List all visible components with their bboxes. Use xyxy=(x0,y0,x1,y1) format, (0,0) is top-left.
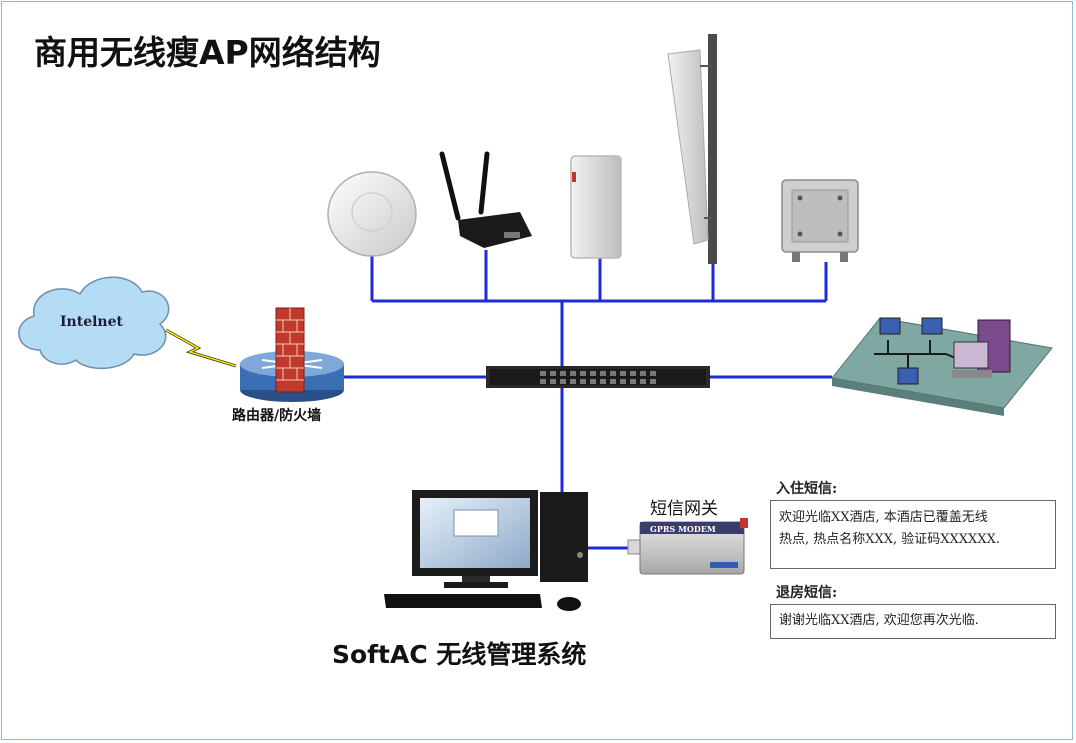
page-title: 商用无线瘦AP网络结构 xyxy=(34,33,381,72)
internet-label: Intelnet xyxy=(60,314,124,330)
lightning-icon xyxy=(165,328,237,368)
cloud-icon: Intelnet xyxy=(18,276,170,370)
desktop-pc-icon xyxy=(384,490,588,611)
lan-network-icon xyxy=(831,317,1053,416)
panel-antenna-icon xyxy=(667,34,717,264)
checkin-sms-heading: 入住短信: xyxy=(776,481,838,497)
firewall-icon xyxy=(275,307,305,393)
sms-gateway-label: 短信网关 xyxy=(650,499,718,519)
network-links xyxy=(342,250,832,550)
checkout-sms-box: 谢谢光临XX酒店, 欢迎您再次光临. xyxy=(770,604,1056,639)
checkout-sms-text: 谢谢光临XX酒店, 欢迎您再次光临. xyxy=(779,613,979,628)
outdoor-ap-icon xyxy=(781,179,859,262)
dual-antenna-router-icon xyxy=(439,151,532,248)
switch-icon xyxy=(486,366,710,388)
gprs-modem-icon: GPRS MODEM xyxy=(627,518,748,575)
modem-text: GPRS MODEM xyxy=(650,524,716,534)
checkin-sms-line: 热点, 热点名称XXX, 验证码XXXXXX. xyxy=(779,532,1000,547)
softac-label: SoftAC 无线管理系统 xyxy=(332,640,587,669)
checkin-sms-box: 欢迎光临XX酒店, 本酒店已覆盖无线 热点, 热点名称XXX, 验证码XXXXX… xyxy=(770,500,1056,569)
outdoor-cpe-icon xyxy=(570,155,622,259)
checkout-sms-heading: 退房短信: xyxy=(776,585,838,601)
checkin-sms-line: 欢迎光临XX酒店, 本酒店已覆盖无线 xyxy=(779,510,988,525)
router-label: 路由器/防火墙 xyxy=(232,408,322,424)
lan-server-icon xyxy=(952,319,1011,378)
ceiling-ap-icon xyxy=(327,171,417,257)
lan-pc-icon xyxy=(879,317,943,385)
